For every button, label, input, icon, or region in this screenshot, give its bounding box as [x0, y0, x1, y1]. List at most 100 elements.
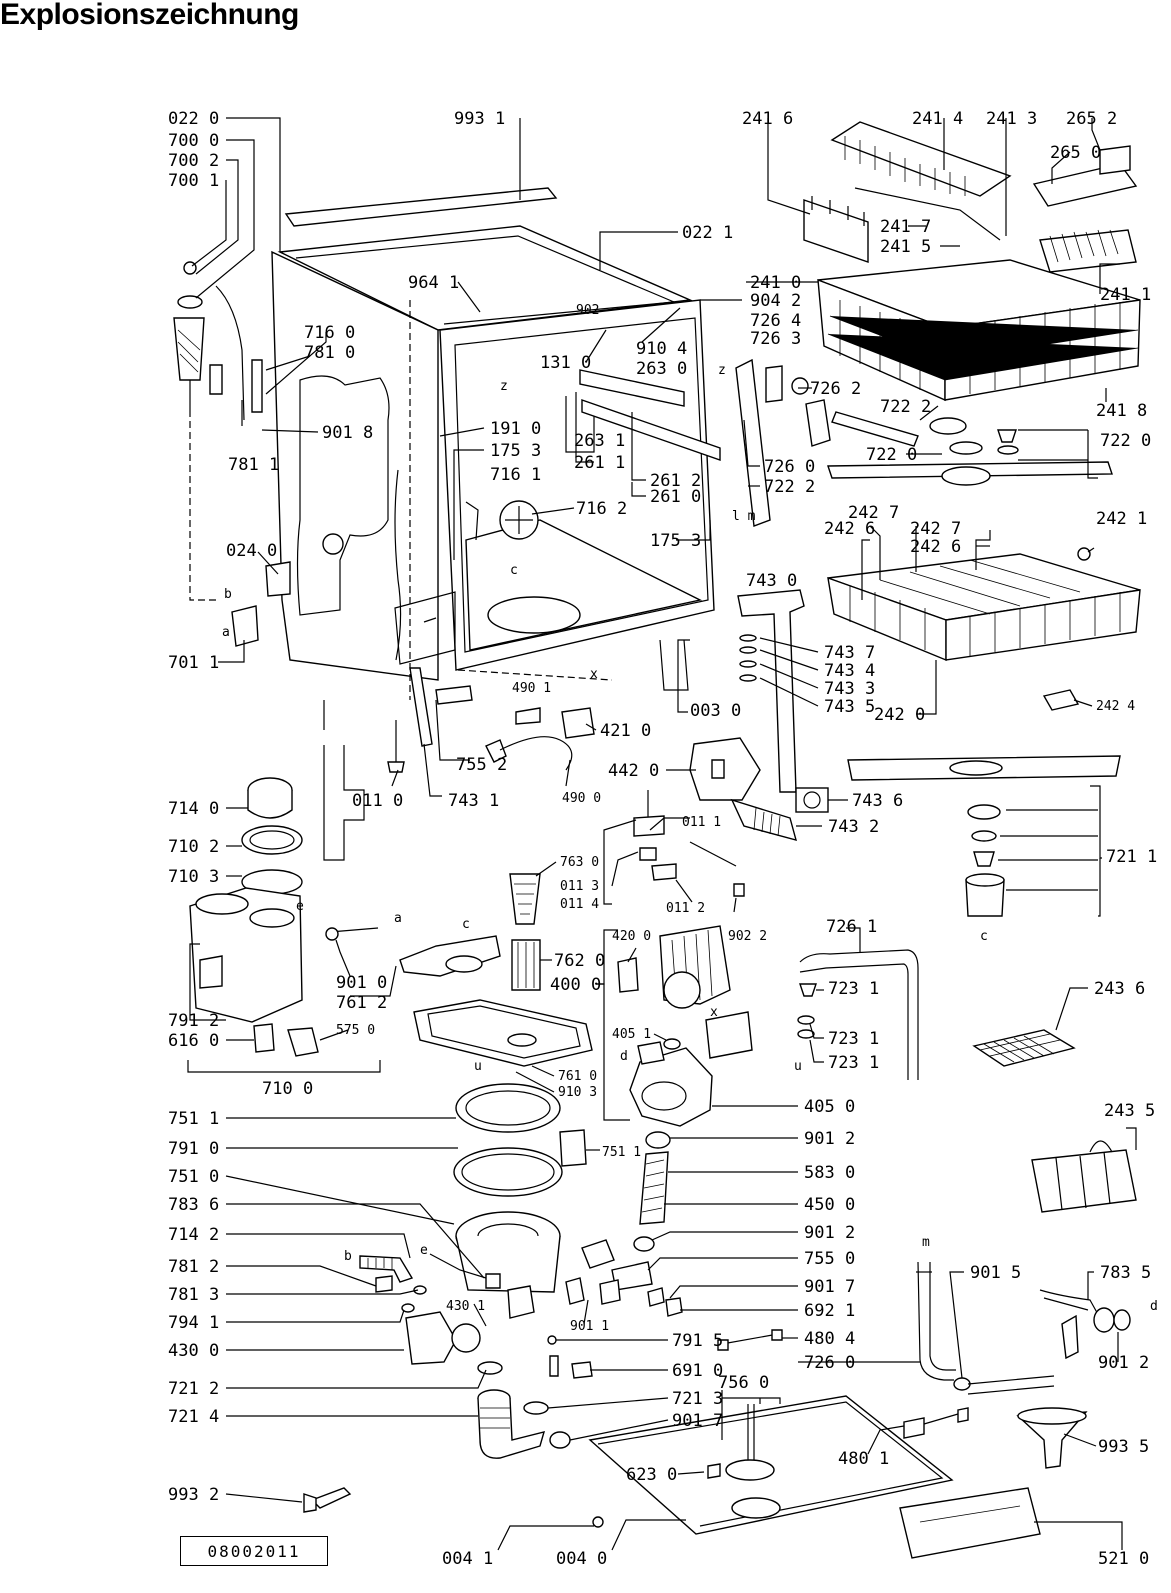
label-722-2-a: 722 2 [880, 397, 931, 417]
label-191-0: 191 0 [490, 419, 541, 439]
label-901-2-a: 901 2 [804, 1129, 855, 1149]
label-743-0: 743 0 [746, 571, 797, 591]
label-022-0: 022 0 [168, 109, 219, 129]
label-721-3: 721 3 [672, 1389, 723, 1409]
label-904-2: 904 2 [750, 291, 801, 311]
upper-basket-group [735, 121, 1141, 711]
label-480-4: 480 4 [804, 1329, 855, 1349]
label-003-0: 003 0 [690, 701, 741, 721]
label-700-0: 700 0 [168, 131, 219, 151]
label-901-2-b: 901 2 [804, 1223, 855, 1243]
label-131-0: 131 0 [540, 353, 591, 373]
label-265-0: 265 0 [1050, 143, 1101, 163]
label-726-1: 726 1 [826, 917, 877, 937]
label-716-0: 716 0 [304, 323, 355, 343]
label-004-0: 004 0 [556, 1549, 607, 1569]
label-743-4: 743 4 [824, 661, 875, 681]
label-722-2-b: 722 2 [764, 477, 815, 497]
label-175-3-a: 175 3 [490, 441, 541, 461]
label-405-0: 405 0 [804, 1097, 855, 1117]
letter-x-2: x [710, 1005, 718, 1020]
label-430-0: 430 0 [168, 1341, 219, 1361]
label-022-1: 022 1 [682, 223, 733, 243]
letter-b-1: b [224, 587, 232, 602]
label-743-1: 743 1 [448, 791, 499, 811]
label-751-1-a: 751 1 [168, 1109, 219, 1129]
label-011-1: 011 1 [682, 815, 721, 830]
label-763-0: 763 0 [560, 855, 599, 870]
label-575-0: 575 0 [336, 1023, 375, 1038]
label-261-0: 261 0 [650, 487, 701, 507]
label-783-6: 783 6 [168, 1195, 219, 1215]
label-910-3: 910 3 [558, 1085, 597, 1100]
label-490-1: 490 1 [512, 681, 551, 696]
label-726-3: 726 3 [750, 329, 801, 349]
letter-x-1: x [590, 667, 598, 682]
letter-z-1: z [500, 379, 508, 394]
label-241-6: 241 6 [742, 109, 793, 129]
label-761-2: 761 2 [336, 993, 387, 1013]
label-716-1: 716 1 [490, 465, 541, 485]
label-910-4: 910 4 [636, 339, 687, 359]
label-783-5: 783 5 [1100, 1263, 1151, 1283]
label-616-0: 616 0 [168, 1031, 219, 1051]
page-title: Explosionszeichnung [0, 0, 299, 31]
label-261-2: 261 2 [650, 471, 701, 491]
label-241-1: 241 1 [1100, 285, 1151, 305]
label-583-0: 583 0 [804, 1163, 855, 1183]
label-710-0: 710 0 [262, 1079, 313, 1099]
label-751-0: 751 0 [168, 1167, 219, 1187]
label-011-4: 011 4 [560, 897, 599, 912]
label-743-6: 743 6 [852, 791, 903, 811]
spray-and-fill-group [689, 589, 1137, 1213]
label-490-0: 490 0 [562, 791, 601, 806]
letter-d-2: d [1150, 1299, 1158, 1314]
label-726-0-a: 726 0 [764, 457, 815, 477]
label-242-1: 242 1 [1096, 509, 1147, 529]
label-024-0: 024 0 [226, 541, 277, 561]
label-901-8: 901 8 [322, 423, 373, 443]
dishwasher-body [271, 187, 721, 700]
label-902-2: 902 2 [728, 929, 767, 944]
label-781-2: 781 2 [168, 1257, 219, 1277]
label-762-0: 762 0 [554, 951, 605, 971]
label-263-1: 263 1 [574, 431, 625, 451]
letter-c-1: c [510, 563, 518, 578]
label-011-0: 011 0 [352, 791, 403, 811]
label-243-6: 243 6 [1094, 979, 1145, 999]
letter-z-2: z [718, 363, 726, 378]
label-726-2: 726 2 [810, 379, 861, 399]
label-004-1: 004 1 [442, 1549, 493, 1569]
label-743-3: 743 3 [824, 679, 875, 699]
label-722-0-b: 722 0 [866, 445, 917, 465]
label-901-7-b: 901 7 [672, 1411, 723, 1431]
leader-lines [189, 117, 1137, 1551]
letter-u-1: u [794, 1059, 802, 1074]
label-242-6-b: 242 6 [910, 537, 961, 557]
letter-m-1: m [922, 1235, 930, 1250]
label-723-1-b: 723 1 [828, 1029, 879, 1049]
label-691-0: 691 0 [672, 1361, 723, 1381]
label-781-1: 781 1 [228, 455, 279, 475]
base-group [303, 1261, 1131, 1559]
letter-e-1: e [296, 899, 304, 914]
label-964-1: 964 1 [408, 273, 459, 293]
label-901-7-a: 901 7 [804, 1277, 855, 1297]
label-726-0-b: 726 0 [804, 1353, 855, 1373]
letter-d-1: d [620, 1049, 628, 1064]
label-716-2: 716 2 [576, 499, 627, 519]
label-721-2: 721 2 [168, 1379, 219, 1399]
label-242-7-b: 242 7 [910, 519, 961, 539]
label-743-7: 743 7 [824, 643, 875, 663]
label-791-5: 791 5 [672, 1331, 723, 1351]
label-241-5: 241 5 [880, 237, 931, 257]
label-993-1: 993 1 [454, 109, 505, 129]
label-723-1-a: 723 1 [828, 979, 879, 999]
label-175-3-b: 175 3 [650, 531, 701, 551]
label-755-2: 755 2 [456, 755, 507, 775]
label-901-1: 901 1 [570, 1319, 609, 1334]
label-993-5: 993 5 [1098, 1437, 1149, 1457]
letter-c-2: c [462, 917, 470, 932]
label-011-3: 011 3 [560, 879, 599, 894]
label-400-0: 400 0 [550, 975, 601, 995]
